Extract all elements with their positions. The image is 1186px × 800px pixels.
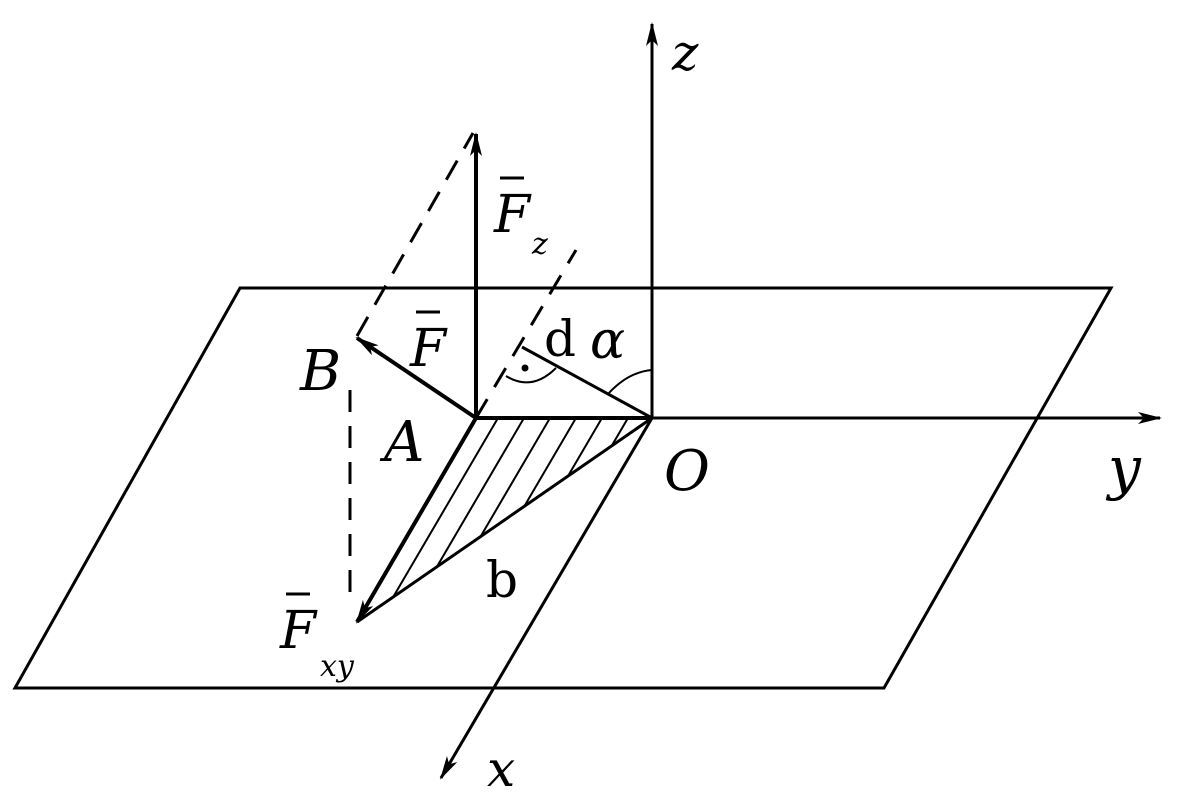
dashed-line-d xyxy=(474,249,578,419)
dashed-line-B-top xyxy=(355,132,475,337)
label-B: B xyxy=(299,339,341,404)
label-z: z xyxy=(671,24,699,82)
label-Fz: F xyxy=(493,185,532,245)
label-Fz-subscript: z xyxy=(531,227,548,262)
alpha-angle-arc xyxy=(607,369,653,395)
right-angle-dot xyxy=(521,364,529,372)
right-angle-marker xyxy=(505,367,557,384)
label-d: d xyxy=(544,310,576,368)
label-y: y xyxy=(1105,434,1142,502)
label-F: F xyxy=(409,319,448,379)
x-axis xyxy=(439,417,654,780)
label-Fxy-subscript: xy xyxy=(320,649,355,684)
force-F-vector xyxy=(355,336,478,420)
label-alpha: α xyxy=(590,311,625,371)
label-Fxy: F xyxy=(279,601,318,661)
force-Fxy-vector xyxy=(355,416,478,624)
arm-d-line xyxy=(521,345,653,420)
label-x: x xyxy=(487,740,515,798)
xy-plane xyxy=(12,286,1114,690)
label-b: b xyxy=(486,551,518,609)
label-O: O xyxy=(664,439,710,504)
label-A: A xyxy=(379,410,424,475)
